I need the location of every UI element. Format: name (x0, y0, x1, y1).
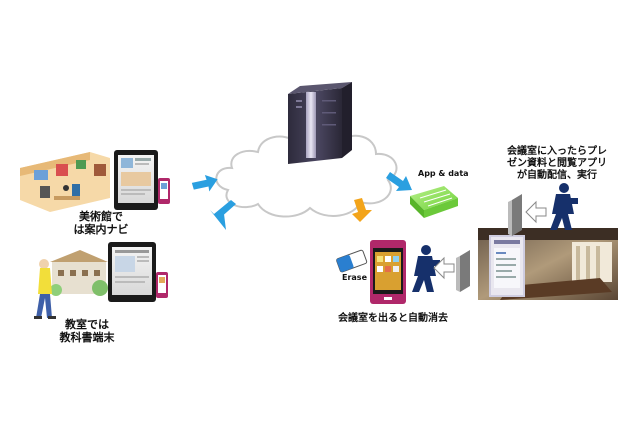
server-icon (288, 82, 352, 164)
meeting-room-photo (478, 228, 618, 300)
label-app-data: App & data (418, 169, 469, 178)
label-classroom-textbook: 教室では教科書端末 (59, 318, 115, 344)
smartphone-icon (156, 272, 168, 298)
tablet-icon (114, 150, 158, 210)
app-data-package-icon (410, 186, 458, 218)
door-icon (456, 250, 470, 292)
walking-person-icon (550, 183, 578, 230)
label-auto-erase: 会議室を出ると自動消去 (338, 313, 448, 324)
tablet-icon (108, 242, 156, 302)
label-erase: Erase (342, 273, 367, 282)
eraser-icon (336, 249, 368, 273)
label-museum-guide: 美術館では案内ナビ (73, 210, 129, 236)
arrow-enter-room (525, 200, 547, 224)
arrow-cloud-to-classroom (210, 200, 236, 230)
smartphone-icon (370, 240, 406, 304)
walking-person-icon (412, 245, 440, 292)
door-icon (508, 194, 522, 236)
arrow-leave-room (433, 256, 455, 280)
label-auto-deliver: 会議室に入ったらプレゼン資料と閲覧アプリが自動配信、実行 (507, 146, 607, 181)
arrow-cloud-to-phone (352, 198, 372, 222)
arrow-cloud-to-package (386, 172, 412, 191)
cloud-icon (215, 130, 398, 218)
school-student-illustration (34, 250, 108, 319)
arrow-cloud-to-museum (191, 174, 218, 192)
smartphone-icon (158, 178, 170, 204)
museum-illustration (20, 152, 110, 212)
